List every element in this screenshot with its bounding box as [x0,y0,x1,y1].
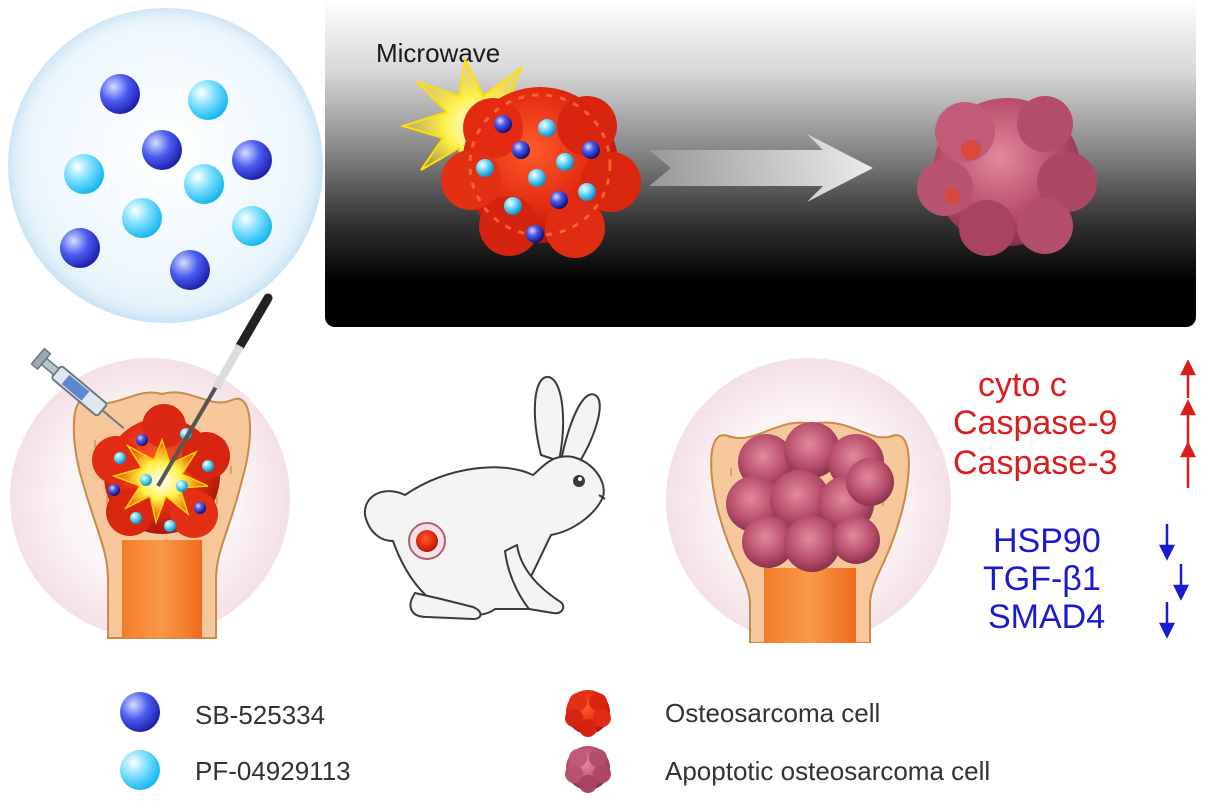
legend-apoptotic-icon [565,746,611,793]
process-arrow-icon [649,134,873,202]
sb-particle [142,130,182,170]
rabbit-tumor-site [408,522,446,560]
syringe-icon [30,347,125,430]
legend-osteosarcoma-label: Osteosarcoma cell [665,698,881,728]
sb-particle [232,140,272,180]
legend-pf-label: PF-04929113 [195,756,351,786]
marker-caspase-9: Caspase-9 [953,404,1118,442]
microwave-illustration [399,56,1097,258]
nanoparticle-bubble [8,8,323,323]
legend-sb-icon [120,692,160,732]
injection-bone-illustration [30,293,273,639]
marker-caspase-3: Caspase-3 [953,444,1118,482]
sb-particle [60,228,100,268]
pf-particle [188,80,228,120]
pf-particle [184,164,224,204]
tumor-cluster-loaded [441,87,641,258]
microwave-label: Microwave [376,38,501,68]
legend-apoptotic-label: Apoptotic osteosarcoma cell [665,756,991,786]
pf-particle [122,198,162,238]
pf-particle [232,206,272,246]
apoptotic-cluster [917,96,1097,256]
rabbit-illustration [363,376,606,620]
sb-particle [170,250,210,290]
marker-cyto-c: cyto c [978,366,1067,404]
pf-particle [64,154,104,194]
marker-hsp90: HSP90 [993,522,1101,560]
legend-sb-label: SB-525334 [195,700,326,730]
down-arrows [1158,524,1190,639]
marker-tgf-b1: TGF-β1 [983,560,1101,598]
apoptotic-mass-bone [726,422,894,572]
legend-pf-icon [120,750,160,790]
apoptotic-bone-illustration [710,421,910,643]
marker-smad4: SMAD4 [988,598,1106,636]
up-arrows [1179,360,1197,488]
microwave-probe-icon [156,293,273,488]
legend: SB-525334 PF-04929113 Osteosarcoma cell … [0,680,1205,805]
sb-particle [100,74,140,114]
legend-osteosarcoma-icon [565,690,611,737]
